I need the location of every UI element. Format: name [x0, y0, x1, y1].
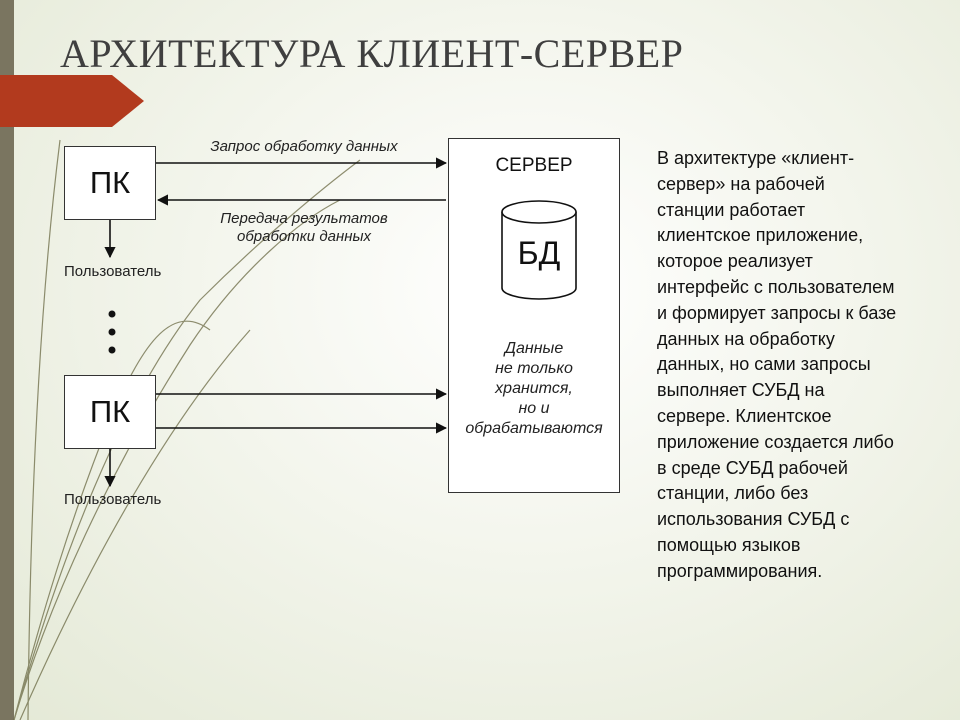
- request-label: Запрос обработку данных: [210, 138, 398, 155]
- description-text: В архитектуре «клиент-сервер» на рабочей…: [657, 148, 897, 581]
- server-note: Данные не только хранится, но и обрабаты…: [465, 340, 603, 437]
- left-accent-bar: [0, 0, 14, 720]
- pc-box-top: ПК: [64, 146, 156, 220]
- db-label: БД: [517, 235, 561, 271]
- response-label: Передача результатов обработки данных: [196, 210, 412, 246]
- page-title: АРХИТЕКТУРА КЛИЕНТ-СЕРВЕР: [60, 31, 684, 76]
- server-box: СЕРВЕР Данные не только хранится, но и о…: [448, 138, 620, 493]
- response-label-line1: Передача результатов: [220, 210, 388, 227]
- user-top-label: Пользователь: [64, 263, 162, 280]
- pc-top-label: ПК: [89, 165, 131, 200]
- title-ribbon: [0, 75, 144, 127]
- server-label: СЕРВЕР: [495, 155, 573, 176]
- pc-bottom-label: ПК: [89, 394, 131, 429]
- user-bottom-label: Пользователь: [64, 491, 162, 508]
- ellipsis-dot-1: [108, 310, 116, 318]
- pc-box-bottom: ПК: [64, 375, 156, 449]
- ellipsis-dot-3: [108, 346, 116, 354]
- ellipsis-dot-2: [108, 328, 116, 336]
- response-label-line2: обработки данных: [236, 228, 371, 245]
